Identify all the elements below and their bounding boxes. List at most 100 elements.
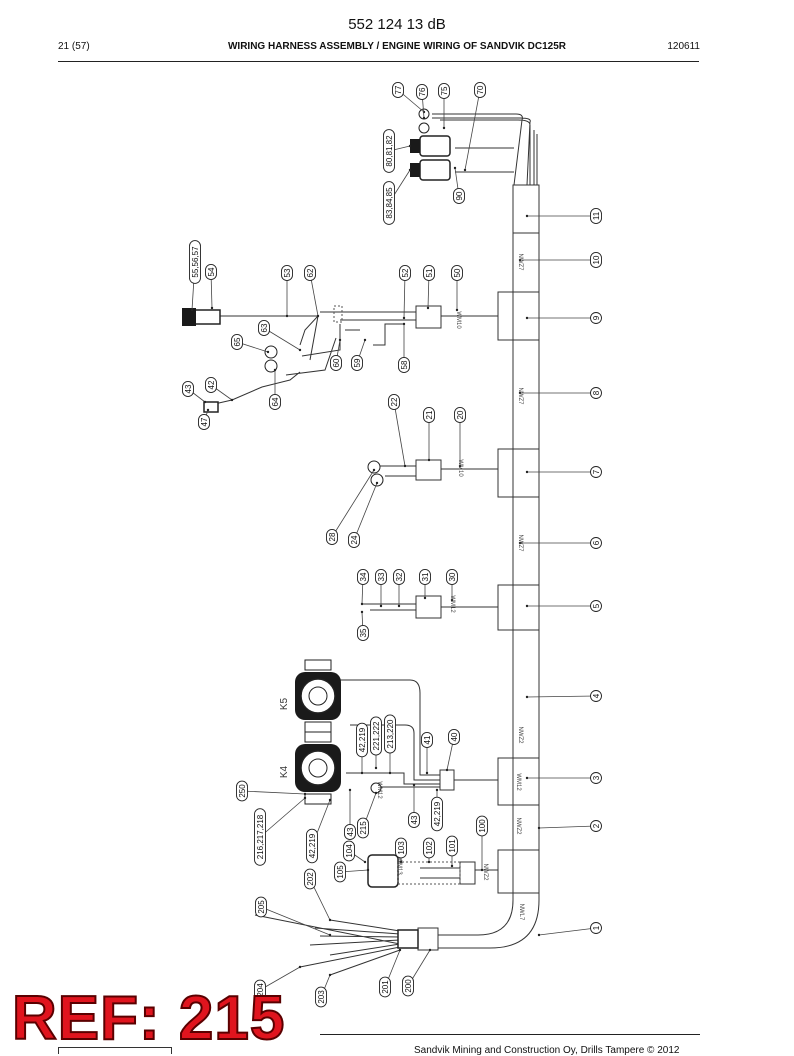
callout-65: 65	[231, 333, 243, 351]
svg-text:60: 60	[332, 358, 341, 367]
callout-51: 51	[423, 264, 435, 282]
branch-code: WM12	[515, 773, 521, 791]
svg-text:102: 102	[425, 841, 434, 855]
svg-text:47: 47	[200, 417, 209, 426]
relay-k5	[295, 659, 341, 733]
callout-4: 4	[590, 690, 602, 702]
main-connector-leads	[254, 914, 401, 976]
leader-dot	[338, 338, 342, 342]
ring-terminal-64	[264, 359, 278, 373]
relay-label-k5: K5	[279, 697, 290, 710]
callout-58: 58	[398, 356, 410, 374]
sleeve-31	[415, 595, 442, 619]
junction-11	[512, 184, 540, 234]
callout-59: 59	[351, 354, 363, 372]
callout-50: 50	[451, 264, 463, 282]
svg-text:33: 33	[377, 572, 386, 581]
connector-55	[194, 309, 221, 325]
svg-text:63: 63	[260, 323, 269, 332]
callout-21: 21	[423, 406, 435, 424]
junction-7	[512, 448, 540, 498]
svg-text:4: 4	[592, 693, 601, 698]
callout-202: 202	[304, 868, 316, 890]
svg-text:9: 9	[592, 315, 601, 320]
top-leads	[432, 113, 538, 186]
callout-1: 1	[590, 922, 602, 934]
leader-dot	[408, 168, 412, 172]
svg-text:90: 90	[455, 191, 464, 200]
leader-dot	[298, 965, 302, 969]
leader-dot	[303, 796, 307, 800]
callout-32: 32	[393, 568, 405, 586]
leader-dot	[328, 918, 332, 922]
leader-dot	[348, 788, 352, 792]
sleeve-40	[439, 769, 455, 791]
svg-text:51: 51	[425, 268, 434, 277]
leader-dot	[463, 168, 467, 172]
svg-text:83,84,85: 83,84,85	[385, 187, 394, 219]
svg-text:34: 34	[359, 572, 368, 581]
junction-3	[512, 757, 540, 806]
leader-dot	[316, 314, 320, 318]
relay-k4	[295, 731, 341, 805]
branch-code: WM10	[455, 311, 461, 329]
leader-dot	[363, 860, 367, 864]
callout-215: 215	[357, 817, 369, 839]
leader-dot	[366, 868, 370, 872]
svg-text:24: 24	[350, 535, 359, 544]
svg-text:250: 250	[238, 784, 247, 798]
branch-code: WM13	[396, 857, 402, 875]
callout-42: 42	[205, 376, 217, 394]
svg-text:100: 100	[478, 819, 487, 833]
svg-text:32: 32	[395, 572, 404, 581]
connector-55-nose	[182, 308, 196, 326]
callout-leader	[241, 790, 306, 795]
document-code: 552 124 13 dB	[348, 16, 446, 33]
callout-213-220: 213,220	[384, 714, 396, 754]
callout-leader	[464, 89, 481, 171]
leader-dot	[360, 610, 364, 614]
svg-text:80,81,82: 80,81,82	[385, 135, 394, 167]
leader-dot	[398, 948, 402, 952]
svg-text:42: 42	[207, 380, 216, 389]
sleeve-51	[415, 305, 442, 329]
leader-dot	[303, 792, 307, 796]
callout-22: 22	[388, 393, 400, 411]
leader-dot	[273, 368, 277, 372]
leader-dot	[518, 258, 522, 262]
callout-31: 31	[419, 568, 431, 586]
svg-text:30: 30	[448, 572, 457, 581]
callout-43: 43	[344, 823, 356, 841]
leader-dot	[412, 783, 416, 787]
svg-text:62: 62	[306, 268, 315, 277]
junction-9	[512, 291, 540, 341]
junction-5	[512, 584, 540, 631]
callout-7: 7	[590, 466, 602, 478]
callout-43: 43	[408, 811, 420, 829]
callout-76: 76	[416, 83, 428, 101]
dashed-box-62	[333, 305, 343, 323]
callout-34: 34	[357, 568, 369, 586]
svg-text:40: 40	[450, 732, 459, 741]
svg-text:203: 203	[317, 990, 326, 1004]
svg-text:55,56,57: 55,56,57	[191, 246, 200, 278]
connector-83-nose	[410, 163, 420, 177]
svg-text:5: 5	[592, 603, 601, 608]
leader-dot	[230, 398, 234, 402]
callout-221-222: 221,222	[370, 716, 382, 756]
svg-text:41: 41	[423, 735, 432, 744]
callout-90: 90	[453, 187, 465, 205]
junction-2	[512, 849, 540, 894]
leader-dot	[206, 408, 210, 412]
svg-text:202: 202	[306, 872, 315, 886]
svg-text:2: 2	[592, 823, 601, 828]
callout-205: 205	[255, 896, 267, 918]
callout-47: 47	[198, 413, 210, 431]
callout-250: 250	[236, 780, 248, 802]
leader-dot	[525, 776, 529, 780]
svg-text:35: 35	[359, 628, 368, 637]
svg-text:10: 10	[592, 255, 601, 264]
callout-42-219: 42,219	[306, 828, 318, 864]
callout-9: 9	[590, 312, 602, 324]
callout-201: 201	[379, 976, 391, 998]
